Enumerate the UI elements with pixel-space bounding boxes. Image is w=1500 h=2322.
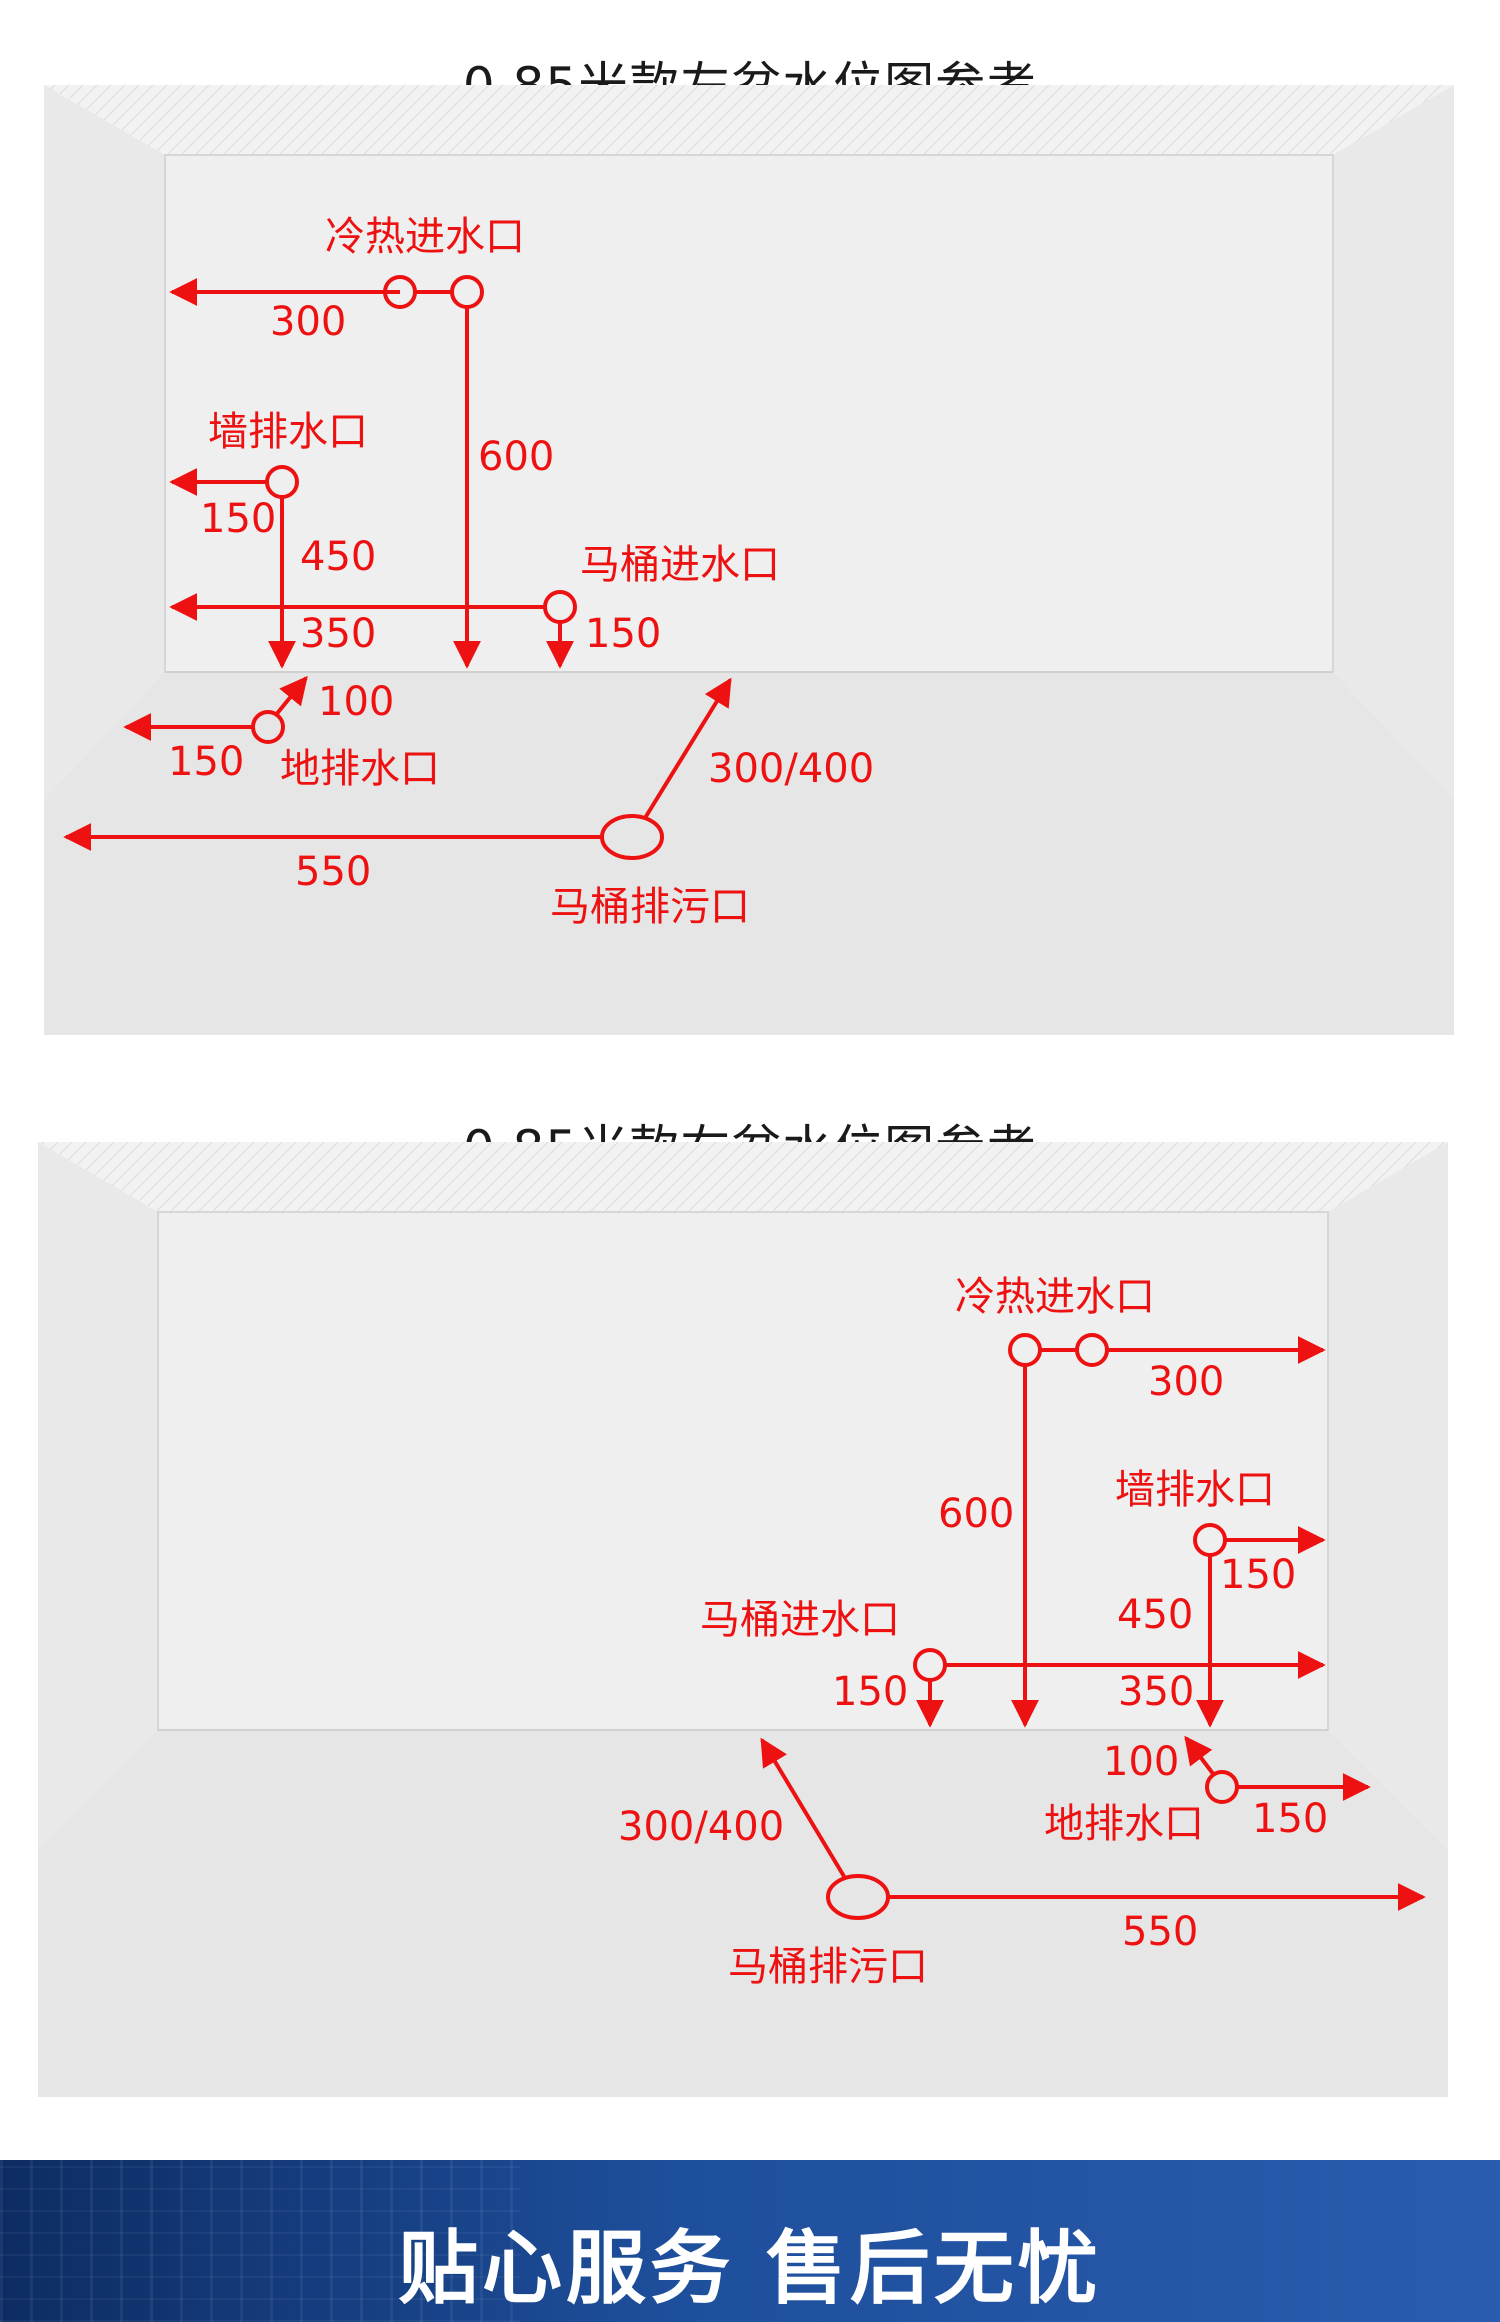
dim-450-label: 450	[300, 534, 376, 580]
dim-100-label: 100	[1103, 1739, 1179, 1785]
dim-300-400-label: 300/400	[618, 1804, 784, 1850]
right-basin-diagram: 冷热进水口 300 墙排水口 600 150 450 马桶进水口 350 150…	[38, 1142, 1448, 2097]
toilet-outlet-label: 马桶排污口	[550, 884, 750, 930]
toilet-inlet-label: 马桶进水口	[700, 1597, 900, 1643]
dim-100-label: 100	[318, 679, 394, 725]
arrow-100	[273, 675, 308, 718]
hot-cold-inlet-label: 冷热进水口	[955, 1274, 1155, 1320]
room	[38, 1142, 1448, 2097]
dim-350-label: 350	[1118, 1669, 1194, 1715]
left-basin-panel: 0.85米款左盆水位图参考	[0, 0, 1500, 1060]
floor-drain-label: 地排水口	[280, 746, 440, 792]
back-wall	[164, 154, 1334, 673]
hot-cold-inlet-label: 冷热进水口	[325, 214, 525, 260]
pipe-annotations	[760, 1333, 1426, 1920]
dim-300-label: 300	[270, 299, 346, 345]
dim-450-label: 450	[1117, 1592, 1193, 1638]
dim-550-label: 550	[1122, 1909, 1198, 1955]
right-wall	[1333, 85, 1454, 800]
building-pattern	[0, 2160, 520, 2322]
arrow-300-400	[760, 1737, 847, 1880]
toilet-inlet-label: 马桶进水口	[580, 542, 780, 588]
arrow-100	[1184, 1735, 1216, 1777]
dim-150-wall-label: 150	[200, 496, 276, 542]
annotation-labels: 冷热进水口 300 墙排水口 600 150 450 马桶进水口 350 150…	[168, 214, 874, 930]
floor-drain-label: 地排水口	[1044, 1801, 1204, 1847]
floor	[38, 1730, 1448, 2097]
pipe-annotations	[63, 275, 732, 860]
dim-150-floor-label: 150	[1252, 1796, 1328, 1842]
dim-600-label: 600	[478, 434, 554, 480]
left-wall	[44, 85, 165, 800]
dim-550-label: 550	[295, 849, 371, 895]
dim-150-floor-label: 150	[168, 739, 244, 785]
arrow-300-400	[643, 677, 732, 820]
wall-drain-label: 墙排水口	[208, 409, 368, 455]
dim-300-label: 300	[1148, 1359, 1224, 1405]
banner-text: 贴心服务 售后无忧	[398, 2222, 1102, 2315]
dim-150-toilet-label: 150	[832, 1669, 908, 1715]
dim-150-wall-label: 150	[1220, 1552, 1296, 1598]
toilet-outlet-label: 马桶排污口	[728, 1944, 928, 1990]
dim-300-400-label: 300/400	[708, 746, 874, 792]
floor	[44, 672, 1454, 1035]
annotation-labels: 冷热进水口 300 墙排水口 600 150 450 马桶进水口 350 150…	[618, 1274, 1328, 1990]
left-wall	[38, 1142, 158, 1850]
dim-350-label: 350	[300, 611, 376, 657]
service-banner: 贴心服务 售后无忧	[0, 2160, 1500, 2322]
back-wall	[157, 1211, 1329, 1731]
left-basin-diagram: 冷热进水口 300 墙排水口 600 150 450 马桶进水口 350 150…	[44, 85, 1454, 1035]
dim-150-toilet-label: 150	[585, 611, 661, 657]
right-basin-panel: 0.85米款右盆水位图参考	[0, 1060, 1500, 2160]
dim-600-label: 600	[938, 1491, 1014, 1537]
room	[44, 85, 1454, 1035]
right-wall	[1328, 1142, 1448, 1850]
wall-drain-label: 墙排水口	[1115, 1467, 1275, 1513]
